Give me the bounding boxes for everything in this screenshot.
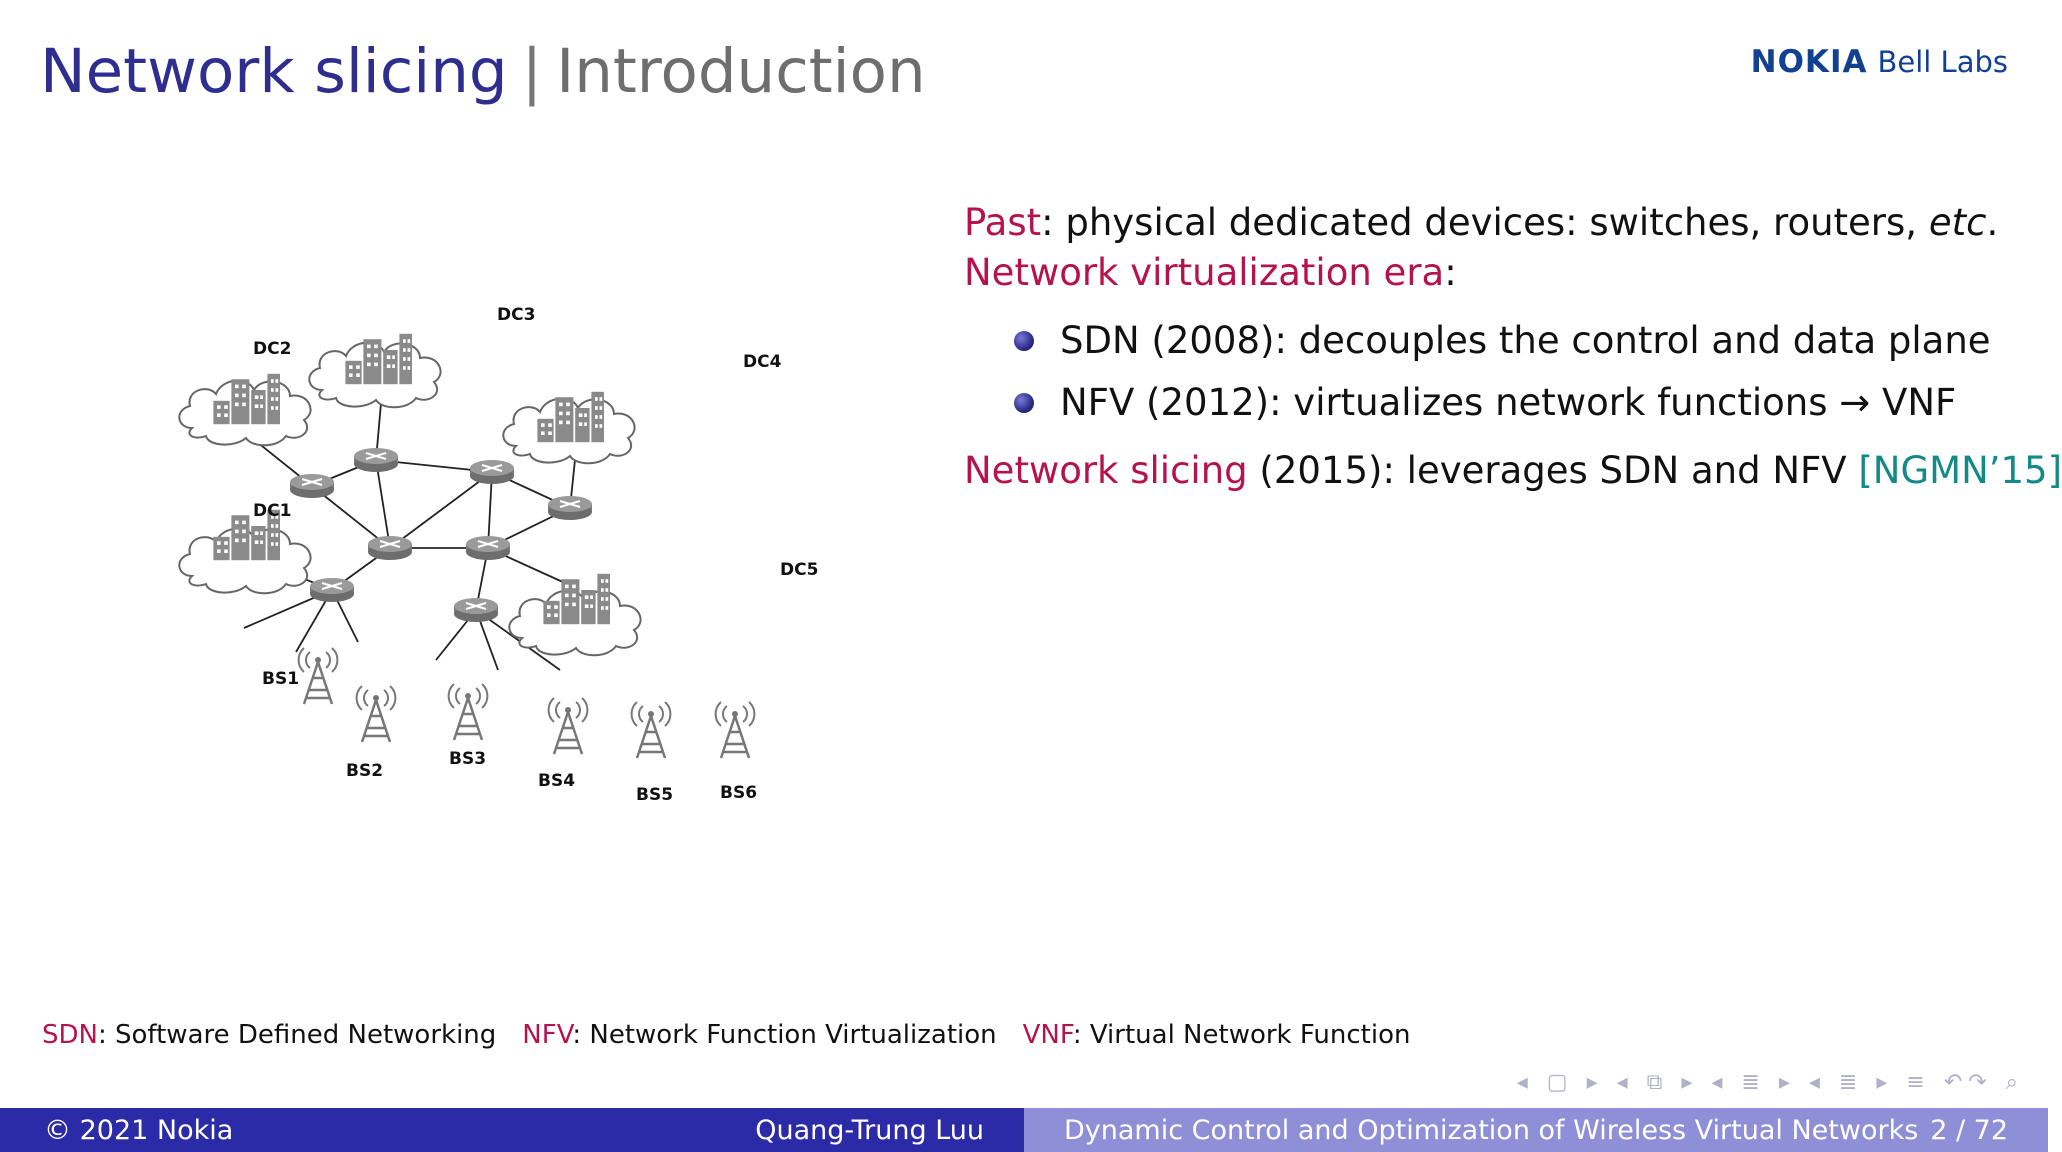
citation-link[interactable]: [NGMN’15] bbox=[1858, 449, 2062, 492]
bullet-list: SDN (2008): decouples the control and da… bbox=[1014, 310, 2024, 434]
antenna-icon bbox=[630, 700, 672, 760]
router-icon bbox=[353, 447, 399, 473]
beamer-navigation[interactable]: ◂ ▢ ▸ ◂ ⧉ ▸ ◂ ≣ ▸ ◂ ≣ ▸ ≡ ↶↷ ⌕ bbox=[1516, 1070, 2024, 1095]
dc2-node bbox=[178, 373, 312, 447]
list-item: SDN (2008): decouples the control and da… bbox=[1014, 310, 2024, 372]
dc3-node bbox=[308, 333, 442, 409]
bs1-label: BS1 bbox=[262, 669, 299, 689]
dc5-label: DC5 bbox=[780, 560, 818, 580]
dc4-node bbox=[502, 391, 636, 465]
sdn-abbr: SDN bbox=[42, 1020, 98, 1050]
antenna-icon bbox=[547, 696, 589, 756]
nfv-abbr: NFV bbox=[522, 1020, 573, 1050]
bullet-text: SDN (2008): decouples the control and da… bbox=[1060, 319, 1991, 362]
slicing-text: (2015): leverages SDN and NFV bbox=[1247, 449, 1859, 492]
bs4-label: BS4 bbox=[538, 771, 575, 791]
slide-title: Network slicing | Introduction bbox=[40, 36, 926, 116]
abbreviations: SDN: Software Defined Networking NFV: Net… bbox=[42, 1020, 1410, 1050]
page-number: 2 / 72 bbox=[1930, 1114, 2008, 1146]
dc5-node bbox=[508, 573, 642, 657]
dc1-label: DC1 bbox=[253, 501, 291, 521]
nfv-text: : Network Function Virtualization bbox=[572, 1020, 997, 1050]
router-icon bbox=[547, 495, 593, 521]
antenna-icon bbox=[355, 684, 397, 744]
title-main: Network slicing bbox=[40, 36, 508, 107]
footer-copyright: © 2021 Nokia bbox=[44, 1114, 234, 1146]
bullet-icon bbox=[1014, 331, 1034, 351]
router-icon bbox=[453, 597, 499, 623]
logo-brand: NOKIA bbox=[1750, 44, 1868, 80]
bullet-icon bbox=[1014, 393, 1034, 413]
past-etc: etc bbox=[1928, 201, 1987, 244]
slicing-label: Network slicing bbox=[964, 449, 1248, 492]
nokia-bell-labs-logo: NOKIA Bell Labs bbox=[1751, 44, 2008, 80]
router-icon bbox=[309, 577, 355, 603]
footer-bar: © 2021 Nokia Quang-Trung Luu Dynamic Con… bbox=[0, 1108, 2048, 1152]
dc1-node bbox=[178, 509, 312, 595]
list-item: NFV (2012): virtualizes network function… bbox=[1014, 372, 2024, 434]
bs5-label: BS5 bbox=[636, 785, 673, 805]
logo-lab: Bell Labs bbox=[1877, 45, 2008, 79]
antenna-icon bbox=[297, 646, 339, 706]
footer-author: Quang-Trung Luu bbox=[755, 1114, 984, 1146]
title-separator: | bbox=[521, 36, 543, 107]
vnf-text: : Virtual Network Function bbox=[1072, 1020, 1411, 1050]
dc3-label: DC3 bbox=[497, 305, 535, 325]
bullet-text: NFV (2012): virtualizes network function… bbox=[1060, 381, 1957, 424]
title-sub: Introduction bbox=[556, 36, 926, 107]
dc4-label: DC4 bbox=[743, 352, 782, 372]
router-icon bbox=[289, 473, 335, 499]
router-icon bbox=[367, 535, 413, 561]
footer-right: Dynamic Control and Optimization of Wire… bbox=[1024, 1108, 2048, 1152]
slide-content: Past: physical dedicated devices: switch… bbox=[964, 198, 2062, 496]
dc2-label: DC2 bbox=[253, 339, 291, 359]
network-diagram: DC2 DC3 DC4 DC1 DC5 BS1 BS2 BS3 BS4 BS5 … bbox=[178, 305, 818, 805]
bs2-label: BS2 bbox=[346, 761, 383, 781]
router-icon bbox=[465, 535, 511, 561]
past-label: Past bbox=[964, 201, 1042, 244]
past-line: Past: physical dedicated devices: switch… bbox=[964, 198, 2024, 248]
era-colon: : bbox=[1444, 251, 1457, 294]
era-label: Network virtualization era bbox=[964, 251, 1445, 294]
router-icon bbox=[469, 459, 515, 485]
bs3-label: BS3 bbox=[449, 749, 486, 769]
sdn-text: : Software Defined Networking bbox=[97, 1020, 497, 1050]
footer-title: Dynamic Control and Optimization of Wire… bbox=[1064, 1114, 1919, 1146]
antenna-icon bbox=[714, 700, 756, 760]
vnf-abbr: VNF bbox=[1022, 1020, 1073, 1050]
bs6-label: BS6 bbox=[720, 783, 757, 803]
footer-left: © 2021 Nokia Quang-Trung Luu bbox=[0, 1108, 1024, 1152]
era-line: Network virtualization era: bbox=[964, 248, 2024, 298]
past-end: . bbox=[1986, 201, 1999, 244]
slicing-line: Network slicing (2015): leverages SDN an… bbox=[964, 446, 2062, 496]
past-text: : physical dedicated devices: switches, … bbox=[1041, 201, 1929, 244]
antenna-icon bbox=[447, 682, 489, 742]
